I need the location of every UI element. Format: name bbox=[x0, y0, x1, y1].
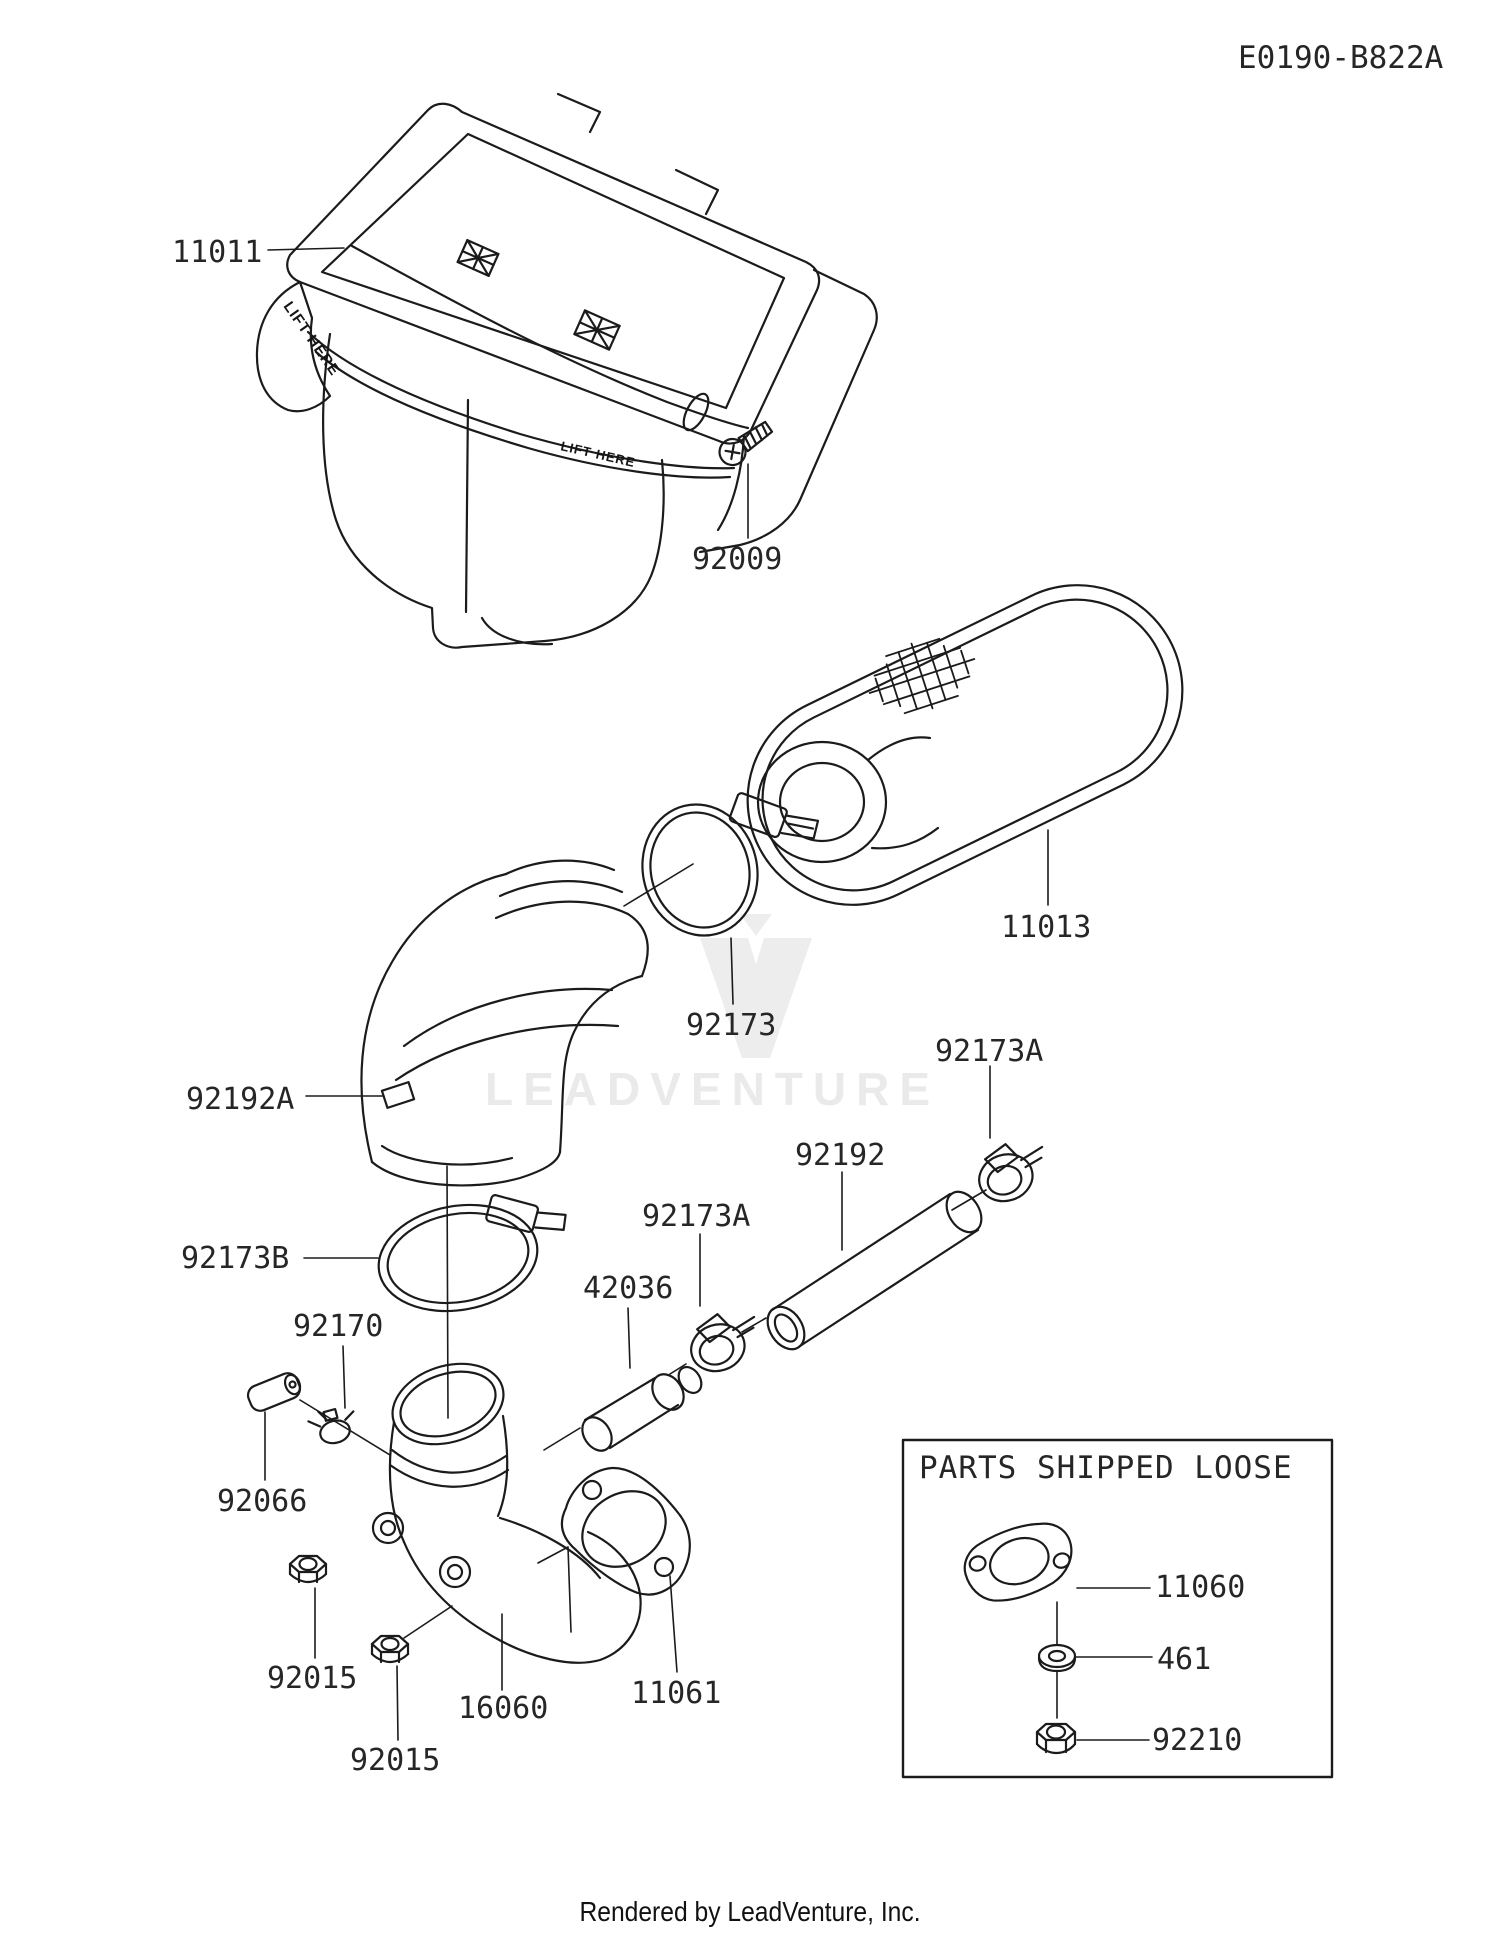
part-label-92192a: 92192A bbox=[186, 1082, 295, 1117]
part-label-11060: 11060 bbox=[1155, 1570, 1246, 1605]
part-label-92173a-mid: 92173A bbox=[642, 1199, 751, 1234]
air-cleaner-case-11011-drawing: LIFT HERE LIFT HERE bbox=[255, 92, 878, 649]
part-label-92066: 92066 bbox=[217, 1484, 308, 1519]
gasket-11061-drawing bbox=[537, 1466, 691, 1673]
lift-here-marking-top: LIFT HERE bbox=[280, 299, 344, 380]
watermark: LEADVENTURE bbox=[485, 914, 940, 1115]
part-label-92192: 92192 bbox=[795, 1138, 886, 1173]
part-label-92170: 92170 bbox=[293, 1309, 384, 1344]
pipe-92192-drawing bbox=[543, 1171, 987, 1451]
part-label-461: 461 bbox=[1157, 1642, 1212, 1677]
nut-92015-b-drawing bbox=[370, 1634, 410, 1741]
tube-42036-drawing bbox=[581, 1307, 703, 1452]
parts-shipped-loose-title: PARTS SHIPPED LOOSE bbox=[919, 1450, 1293, 1486]
part-label-92210: 92210 bbox=[1152, 1723, 1243, 1758]
clip-92170-drawing bbox=[307, 1345, 355, 1445]
part-label-92015-b: 92015 bbox=[350, 1743, 441, 1778]
clamp-92173a-top-drawing bbox=[978, 1065, 1044, 1203]
part-label-11011: 11011 bbox=[172, 235, 263, 270]
part-label-92173a-top: 92173A bbox=[935, 1034, 1044, 1069]
part-label-42036: 42036 bbox=[583, 1271, 674, 1306]
watermark-text: LEADVENTURE bbox=[485, 1063, 940, 1115]
clamp-92173b-drawing bbox=[303, 1194, 567, 1313]
diagram-code: E0190-B822A bbox=[1238, 40, 1444, 76]
plug-92066-drawing bbox=[246, 1372, 391, 1481]
intake-pipe-16060-drawing bbox=[371, 1362, 642, 1691]
leadventure-logo-flame-icon bbox=[740, 914, 772, 936]
clamp-92173a-mid-drawing bbox=[690, 1233, 756, 1373]
part-label-92173b: 92173B bbox=[181, 1241, 290, 1276]
footer-credit: Rendered by LeadVenture, Inc. bbox=[579, 1896, 921, 1927]
clamp-92173-drawing bbox=[623, 792, 820, 1005]
gasket-11060-drawing bbox=[963, 1522, 1151, 1645]
washer-461-drawing bbox=[1037, 1643, 1153, 1719]
filter-element-11013-drawing bbox=[746, 584, 1184, 906]
part-label-11061: 11061 bbox=[631, 1676, 722, 1711]
leadventure-logo-icon bbox=[700, 938, 812, 1058]
nut-92015-a-drawing bbox=[288, 1554, 328, 1659]
parts-shipped-loose-box bbox=[901, 1438, 1334, 1779]
screw-92009-drawing bbox=[718, 420, 774, 539]
part-label-92173: 92173 bbox=[686, 1008, 777, 1043]
part-label-92015-a: 92015 bbox=[267, 1661, 358, 1696]
part-label-16060: 16060 bbox=[458, 1691, 549, 1726]
part-label-11013: 11013 bbox=[1001, 910, 1092, 945]
part-label-92009: 92009 bbox=[692, 542, 783, 577]
nut-92210-drawing bbox=[1035, 1722, 1150, 1755]
